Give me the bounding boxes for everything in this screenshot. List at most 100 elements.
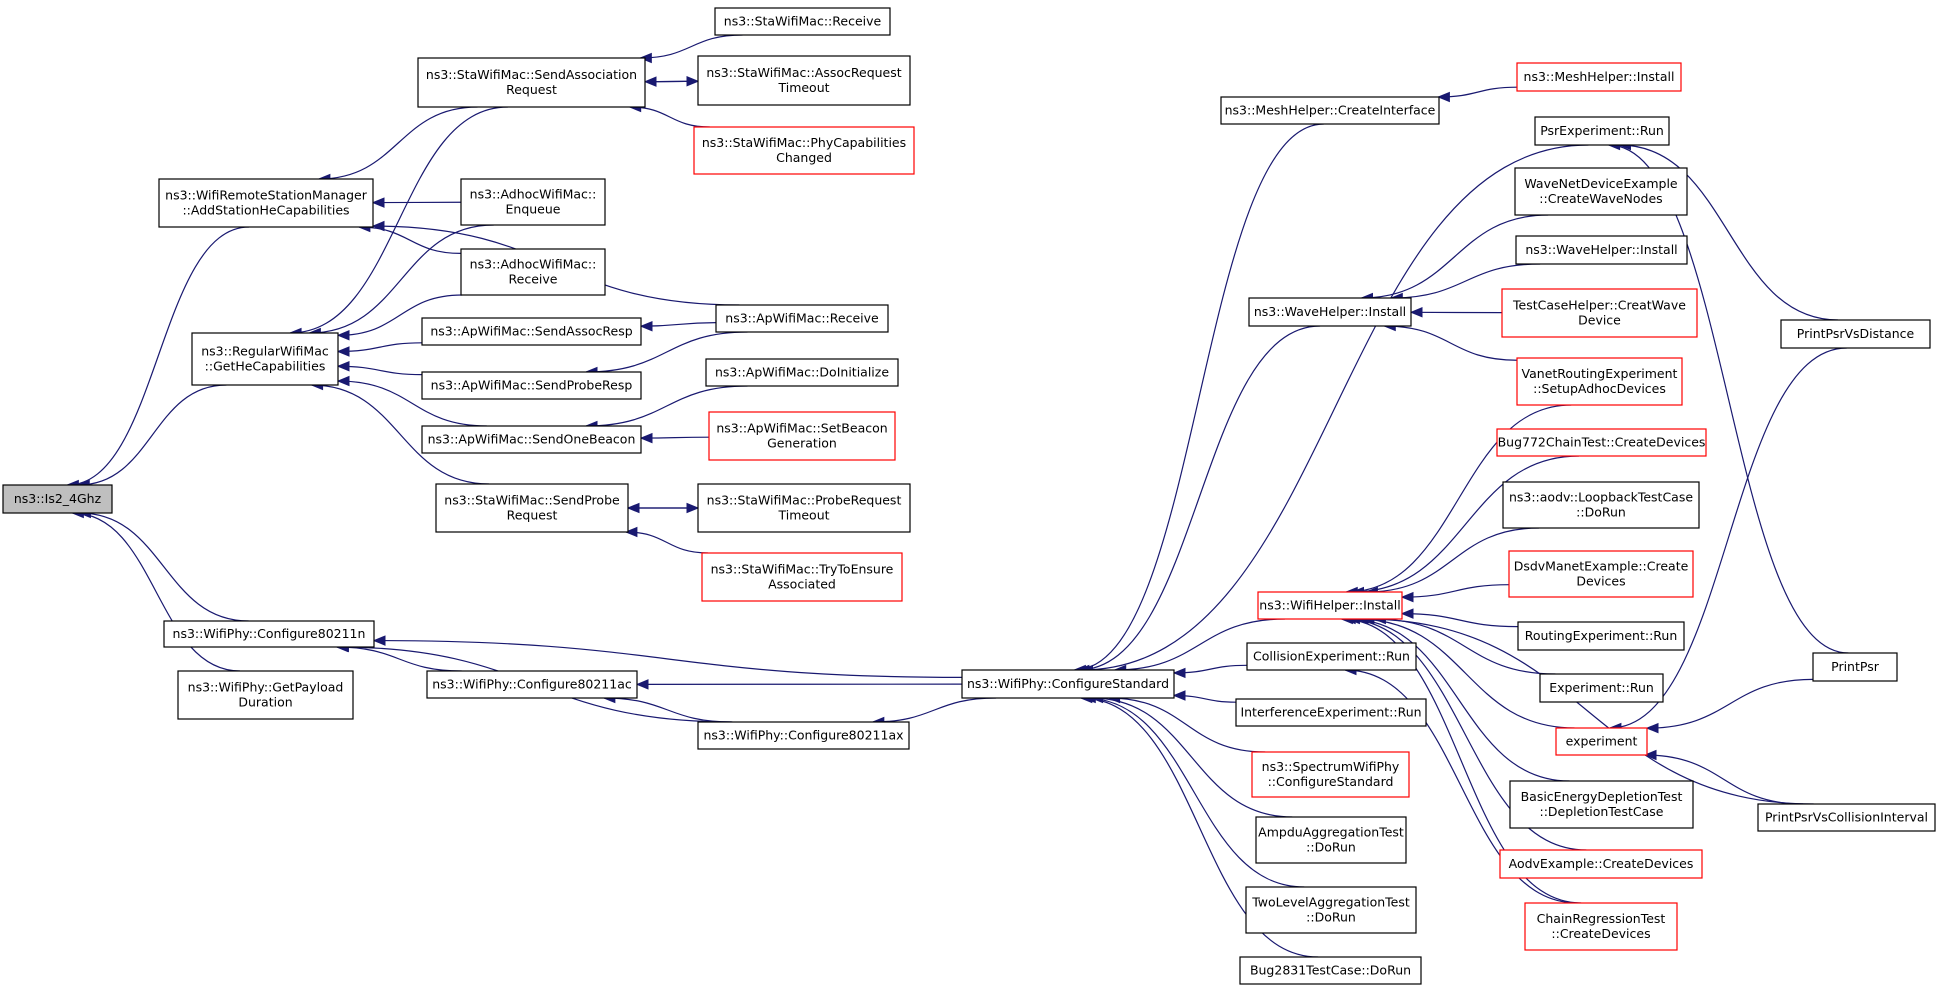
node-box[interactable] — [1516, 62, 1682, 92]
node-box[interactable] — [460, 248, 606, 296]
node-ppsr[interactable]: PrintPsr — [1812, 652, 1898, 682]
node-box[interactable] — [1257, 591, 1403, 620]
node-exper[interactable]: experiment — [1555, 727, 1648, 756]
node-asar[interactable]: ns3::ApWifiMac::SendAssocResp — [421, 317, 642, 346]
node-box[interactable] — [961, 669, 1175, 699]
node-box[interactable] — [1539, 673, 1664, 703]
node-box[interactable] — [701, 552, 903, 602]
node-mhinst[interactable]: ns3::MeshHelper::Install — [1516, 62, 1682, 92]
node-aatd[interactable]: AmpduAggregationTest::DoRun — [1255, 816, 1407, 864]
node-c80211ax[interactable]: ns3::WifiPhy::Configure80211ax — [697, 721, 910, 750]
node-box[interactable] — [1220, 96, 1440, 125]
node-box[interactable] — [715, 304, 889, 333]
node-aspr[interactable]: ns3::ApWifiMac::SendProbeResp — [421, 371, 642, 400]
node-box[interactable] — [1555, 727, 1648, 756]
node-ppvci[interactable]: PrintPsrVsCollisionInterval — [1757, 803, 1936, 832]
node-wfhi[interactable]: ns3::WifiHelper::Install — [1257, 591, 1403, 620]
node-box[interactable] — [426, 670, 638, 699]
node-mhci[interactable]: ns3::MeshHelper::CreateInterface — [1220, 96, 1440, 125]
node-c80211ac[interactable]: ns3::WifiPhy::Configure80211ac — [426, 670, 638, 699]
node-box[interactable] — [714, 7, 891, 36]
node-box[interactable] — [693, 126, 915, 175]
node-box[interactable] — [1235, 698, 1427, 727]
node-box[interactable] — [1496, 428, 1707, 457]
node-box[interactable] — [697, 721, 910, 750]
node-b772[interactable]: Bug772ChainTest::CreateDevices — [1496, 428, 1707, 457]
node-box[interactable] — [1245, 886, 1417, 934]
node-box[interactable] — [705, 358, 899, 387]
node-box[interactable] — [158, 178, 374, 228]
node-cer[interactable]: CollisionExperiment::Run — [1246, 642, 1417, 671]
node-box[interactable] — [1534, 116, 1670, 146]
node-box[interactable] — [697, 483, 911, 533]
node-ppvd[interactable]: PrintPsrVsDistance — [1780, 319, 1931, 349]
node-box[interactable] — [417, 57, 646, 108]
node-swmr[interactable]: ns3::StaWifiMac::Receive — [714, 7, 891, 36]
node-bedt[interactable]: BasicEnergyDepletionTest::DepletionTestC… — [1509, 780, 1694, 829]
node-awme[interactable]: ns3::AdhocWifiMac::Enqueue — [460, 178, 606, 226]
node-box[interactable] — [1517, 621, 1685, 651]
node-adoi[interactable]: ns3::ApWifiMac::DoInitialize — [705, 358, 899, 387]
node-box[interactable] — [163, 620, 375, 648]
node-awmrc[interactable]: ns3::ApWifiMac::Receive — [715, 304, 889, 333]
node-expr[interactable]: Experiment::Run — [1539, 673, 1664, 703]
node-box[interactable] — [1248, 297, 1412, 327]
node-ier[interactable]: InterferenceExperiment::Run — [1235, 698, 1427, 727]
node-box[interactable] — [1508, 550, 1694, 598]
node-box[interactable] — [1757, 803, 1936, 832]
node-box[interactable] — [1780, 319, 1931, 349]
node-root[interactable]: ns3::Is2_4Ghz — [2, 484, 113, 514]
node-box[interactable] — [1524, 902, 1678, 951]
node-box[interactable] — [421, 425, 642, 454]
node-pser[interactable]: PsrExperiment::Run — [1534, 116, 1670, 146]
node-asob[interactable]: ns3::ApWifiMac::SendOneBeacon — [421, 425, 642, 454]
node-vre[interactable]: VanetRoutingExperiment::SetupAdhocDevice… — [1516, 357, 1683, 406]
node-c80211n[interactable]: ns3::WifiPhy::Configure80211n — [163, 620, 375, 648]
node-box[interactable] — [1516, 357, 1683, 406]
node-cfgstd[interactable]: ns3::WifiPhy::ConfigureStandard — [961, 669, 1175, 699]
node-box[interactable] — [1501, 288, 1698, 338]
node-box[interactable] — [1251, 751, 1410, 798]
node-box[interactable] — [708, 411, 896, 461]
node-box[interactable] — [191, 332, 339, 386]
node-aodvex[interactable]: AodvExample::CreateDevices — [1499, 849, 1703, 879]
node-box[interactable] — [460, 178, 606, 226]
node-box[interactable] — [1509, 780, 1694, 829]
node-wrsm[interactable]: ns3::WifiRemoteStationManager::AddStatio… — [158, 178, 374, 228]
node-rer[interactable]: RoutingExperiment::Run — [1517, 621, 1685, 651]
node-box[interactable] — [421, 371, 642, 400]
node-box[interactable] — [2, 484, 113, 514]
node-box[interactable] — [1255, 816, 1407, 864]
node-b2831[interactable]: Bug2831TestCase::DoRun — [1239, 956, 1422, 985]
node-box[interactable] — [1515, 235, 1688, 265]
node-box[interactable] — [177, 670, 354, 720]
node-box[interactable] — [1514, 167, 1688, 216]
node-swpcs[interactable]: ns3::SpectrumWifiPhy::ConfigureStandard — [1251, 751, 1410, 798]
node-dsdv[interactable]: DsdvManetExample::CreateDevices — [1508, 550, 1694, 598]
node-rwm[interactable]: ns3::RegularWifiMac::GetHeCapabilities — [191, 332, 339, 386]
node-box[interactable] — [1246, 642, 1417, 671]
node-aodvlb[interactable]: ns3::aodv::LoopbackTestCase::DoRun — [1502, 481, 1700, 529]
node-box[interactable] — [1812, 652, 1898, 682]
node-wnde[interactable]: WaveNetDeviceExample::CreateWaveNodes — [1514, 167, 1688, 216]
node-box[interactable] — [697, 55, 911, 106]
node-crt[interactable]: ChainRegressionTest::CreateDevices — [1524, 902, 1678, 951]
node-box[interactable] — [1502, 481, 1700, 529]
node-box[interactable] — [1239, 956, 1422, 985]
node-box[interactable] — [1499, 849, 1703, 879]
node-awmr[interactable]: ns3::AdhocWifiMac::Receive — [460, 248, 606, 296]
node-box[interactable] — [421, 317, 642, 346]
node-tlat[interactable]: TwoLevelAggregationTest::DoRun — [1245, 886, 1417, 934]
node-box[interactable] — [435, 483, 629, 533]
node-whi[interactable]: ns3::WaveHelper::Install — [1248, 297, 1412, 327]
node-whinst2[interactable]: ns3::WaveHelper::Install — [1515, 235, 1688, 265]
